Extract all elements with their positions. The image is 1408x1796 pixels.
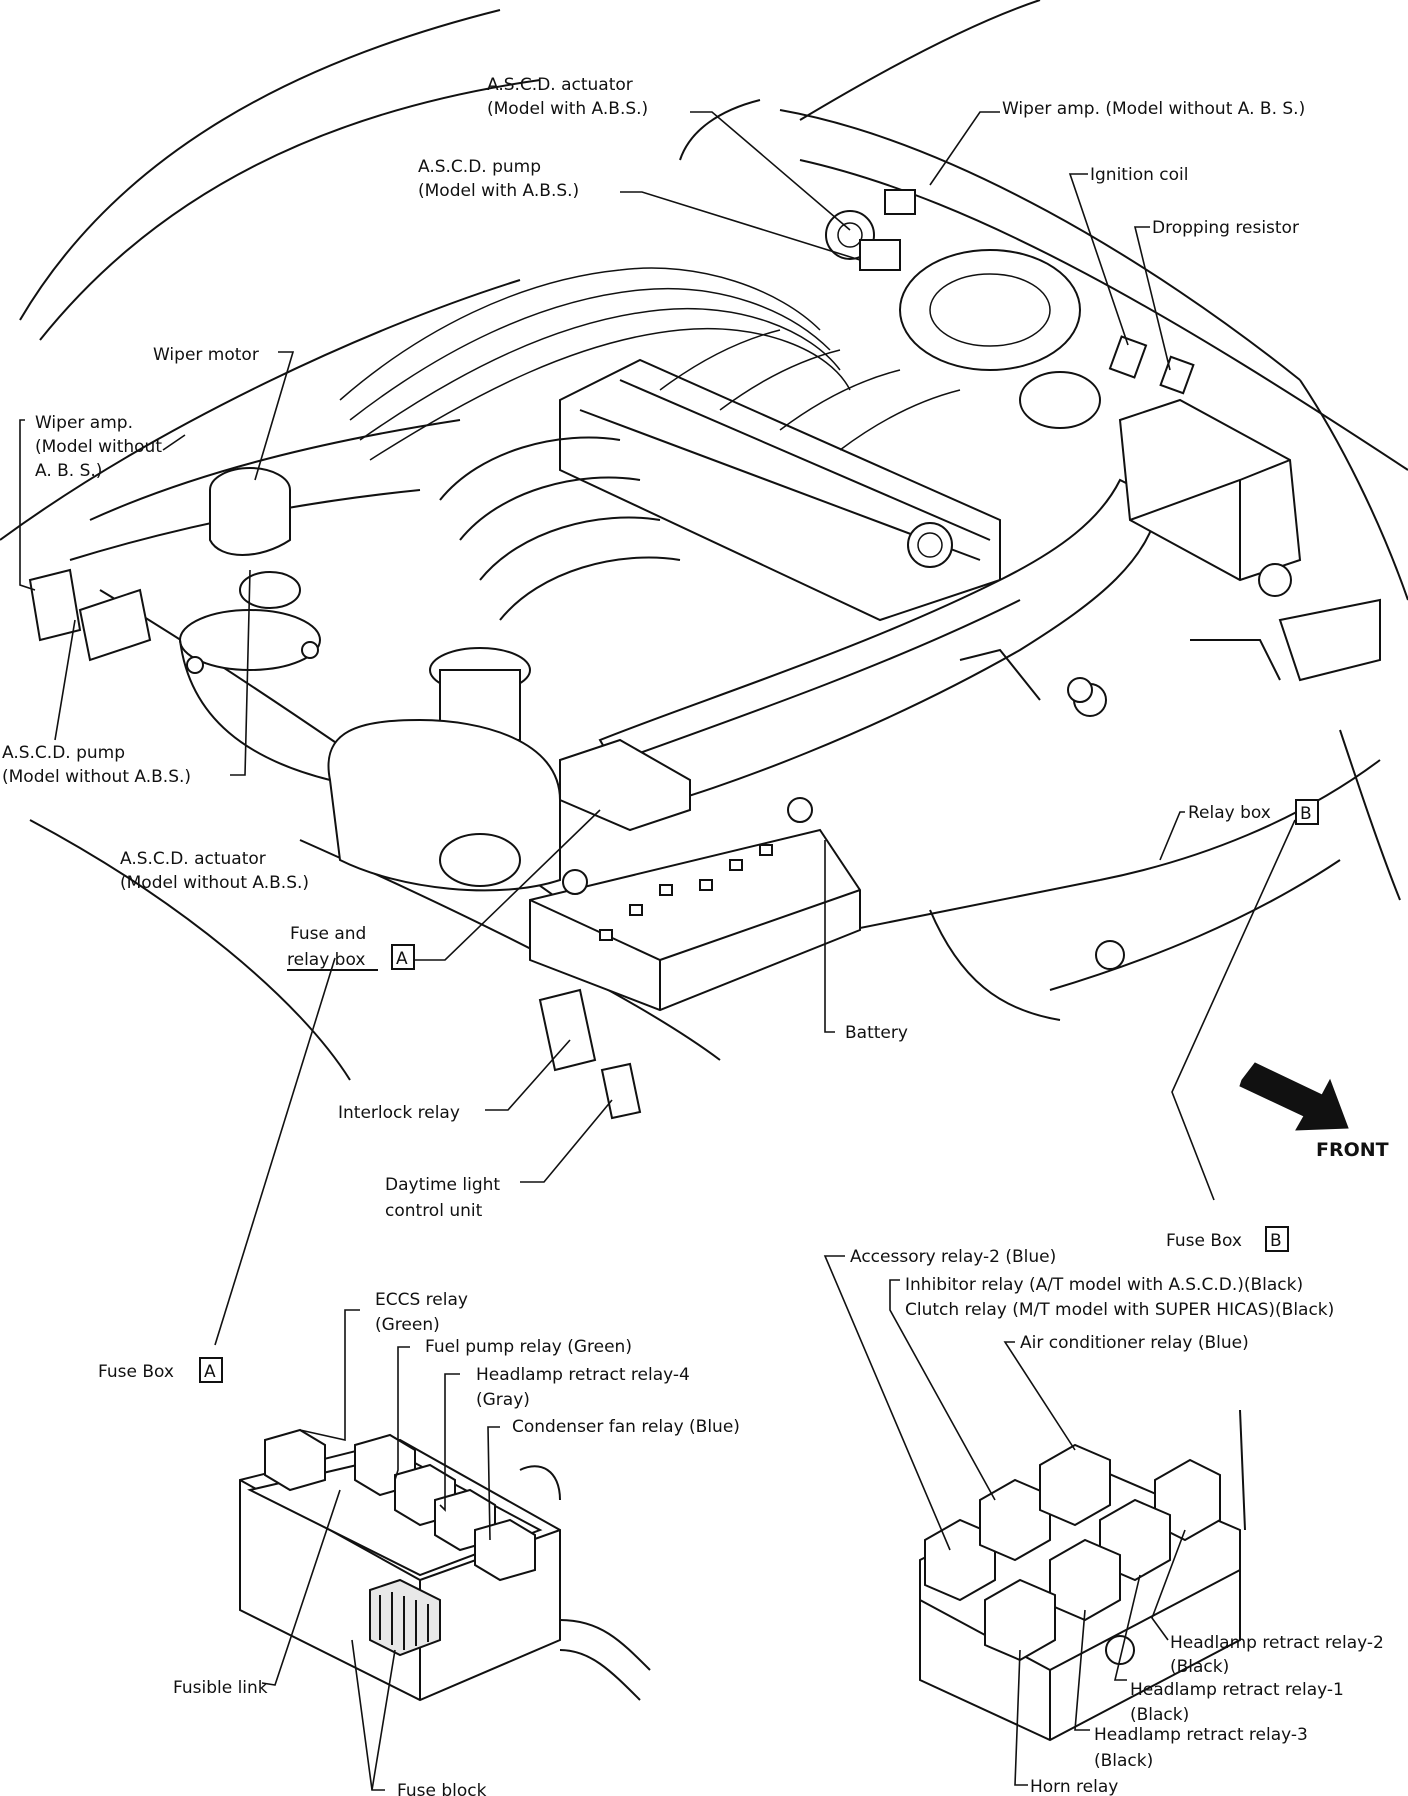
wiper-amp-top-label: Wiper amp. (Model without A. B. S.): [1002, 99, 1305, 119]
horn-relay-label: Horn relay: [1030, 1777, 1118, 1796]
box-b-letter-top: B: [1300, 804, 1312, 824]
ascd-pump-abs-label-2: (Model with A.B.S.): [418, 181, 579, 201]
leader-lines: [19, 111, 1296, 1791]
fuse-box-a-label: Fuse Box: [98, 1362, 174, 1382]
headlamp-retract-2-label-2: (Black): [1170, 1657, 1229, 1677]
eccs-relay-label: ECCS relay: [375, 1290, 468, 1310]
fuel-pump-relay-label: Fuel pump relay (Green): [425, 1337, 632, 1357]
fusible-link-label: Fusible link: [173, 1678, 268, 1698]
accessory-relay-2-label: Accessory relay-2 (Blue): [850, 1247, 1056, 1267]
clutch-relay-label: Clutch relay (M/T model with SUPER HICAS…: [905, 1300, 1334, 1320]
ascd-actuator-abs-label-2: (Model with A.B.S.): [487, 99, 648, 119]
wiper-amp-left-label-2: (Model without: [35, 437, 162, 457]
box-a-letter-bottom: A: [204, 1362, 216, 1382]
headlamp-retract-2-label: Headlamp retract relay-2: [1170, 1633, 1384, 1653]
condenser-fan-relay-label: Condenser fan relay (Blue): [512, 1417, 740, 1437]
daytime-light-label: Daytime light: [385, 1175, 500, 1195]
ascd-pump-noabs-label-2: (Model without A.B.S.): [2, 767, 191, 787]
daytime-light-label-2: control unit: [385, 1201, 483, 1221]
eccs-relay-label-2: (Green): [375, 1315, 440, 1335]
wiper-motor-label: Wiper motor: [153, 345, 259, 365]
ascd-actuator-noabs-label: A.S.C.D. actuator: [120, 849, 266, 869]
interlock-relay-label: Interlock relay: [338, 1103, 460, 1123]
headlamp-retract-4-label: Headlamp retract relay-4: [476, 1365, 690, 1385]
headlamp-retract-1-label-2: (Black): [1130, 1705, 1189, 1725]
battery-label: Battery: [845, 1023, 908, 1043]
wiper-amp-left-label: Wiper amp.: [35, 413, 133, 433]
headlamp-retract-3-label: Headlamp retract relay-3: [1094, 1725, 1308, 1745]
relay-box-label: Relay box: [1188, 803, 1271, 823]
fuse-relay-box-label: Fuse and: [290, 924, 366, 944]
box-a-badge-bottom: [199, 1357, 223, 1383]
box-a-badge: [391, 944, 415, 970]
box-b-letter: B: [1270, 1231, 1282, 1251]
fuse-box-b-illustration: [919, 1409, 1246, 1742]
box-b-badge: [1265, 1226, 1289, 1252]
box-b-badge-top: [1295, 799, 1319, 825]
wiper-amp-left-label-3: A. B. S.): [35, 461, 102, 481]
ascd-pump-noabs-label: A.S.C.D. pump: [2, 743, 125, 763]
fuse-box-b-label: Fuse Box: [1166, 1231, 1242, 1251]
ignition-coil-label: Ignition coil: [1090, 165, 1188, 185]
labels: A.S.C.D. actuator (Model with A.B.S.) A.…: [2, 75, 1389, 1796]
engine-illustration: [0, 0, 1408, 1120]
fuse-relay-box-label-2: relay box: [287, 950, 365, 970]
dropping-resistor-label: Dropping resistor: [1152, 218, 1299, 238]
headlamp-retract-1-label: Headlamp retract relay-1: [1130, 1680, 1344, 1700]
front-label: FRONT: [1316, 1139, 1389, 1161]
front-arrow-icon: [1239, 1062, 1349, 1131]
ascd-pump-abs-label: A.S.C.D. pump: [418, 157, 541, 177]
headlamp-retract-3-label-2: (Black): [1094, 1751, 1153, 1771]
fuse-box-a-illustration: [239, 1428, 651, 1702]
ascd-actuator-noabs-label-2: (Model without A.B.S.): [120, 873, 309, 893]
inhibitor-relay-label: Inhibitor relay (A/T model with A.S.C.D.…: [905, 1275, 1303, 1295]
headlamp-retract-4-label-2: (Gray): [476, 1390, 530, 1410]
ascd-actuator-abs-label: A.S.C.D. actuator: [487, 75, 633, 95]
box-a-letter: A: [396, 949, 408, 969]
fuse-block-label: Fuse block: [397, 1781, 487, 1796]
air-conditioner-relay-label: Air conditioner relay (Blue): [1020, 1333, 1249, 1353]
